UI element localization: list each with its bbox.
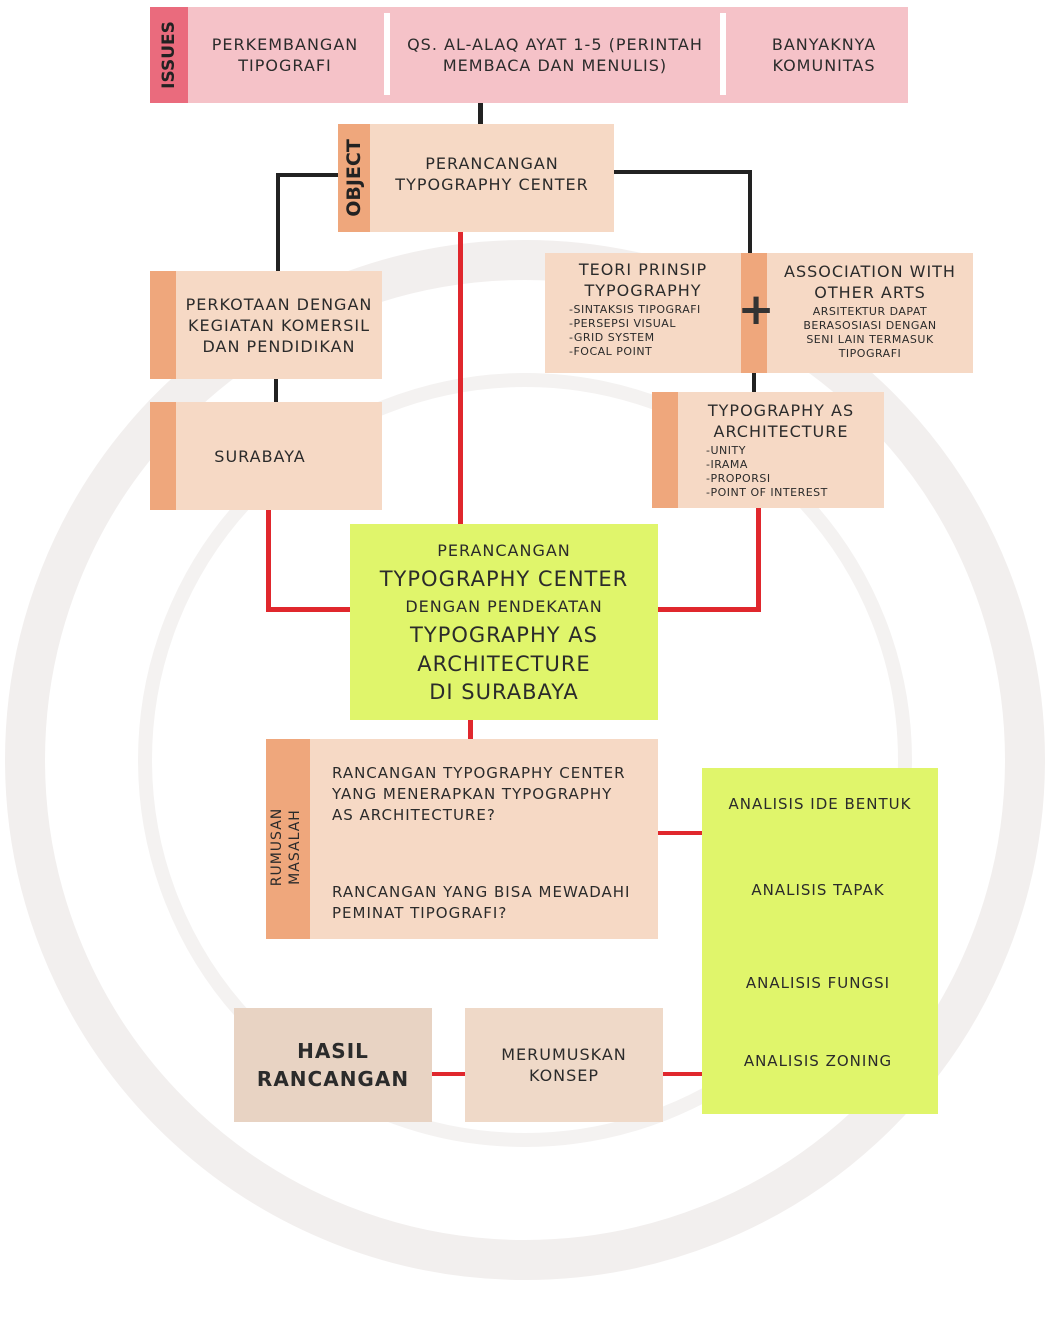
connector-konsep-hasil	[431, 1072, 465, 1076]
hasil-box: HASIL RANCANGAN	[234, 1008, 432, 1122]
center-line-1: PERANCANGAN	[437, 541, 571, 560]
analisis-item: ANALISIS IDE BENTUK	[728, 795, 912, 813]
teori-item: -PERSEPSI VISUAL	[569, 317, 676, 330]
rumusan-box: RUMUSAN MASALAH RANCANGAN TYPOGRAPHY CEN…	[266, 739, 658, 939]
connector-object-right-v	[748, 170, 752, 255]
center-title-box: PERANCANGAN TYPOGRAPHY CENTER DENGAN PEN…	[350, 524, 658, 720]
teori-list: -SINTAKSIS TIPOGRAFI -PERSEPSI VISUAL -G…	[545, 303, 701, 359]
taa-title: TYPOGRAPHY AS ARCHITECTURE	[707, 401, 855, 441]
association-box: ASSOCIATION WITH OTHER ARTS ARSITEKTUR D…	[741, 253, 973, 373]
connector-surabaya-v	[266, 508, 271, 612]
rumusan-q2: RANCANGAN YANG BISA MEWADAHI PEMINAT TIP…	[332, 883, 631, 922]
connector-issues-object	[478, 102, 483, 126]
taa-item: -IRAMA	[706, 458, 748, 471]
connector-object-right-h	[612, 170, 752, 174]
connector-perkotaan-surabaya	[274, 377, 278, 403]
surabaya-box: SURABAYA	[150, 402, 382, 510]
taa-list: -UNITY -IRAMA -PROPORSI -POINT OF INTERE…	[678, 444, 828, 500]
center-line-5: ARCHITECTURE	[417, 652, 591, 676]
issues-label: ISSUES	[159, 21, 179, 89]
taa-item: -PROPORSI	[706, 472, 771, 485]
connector-object-left-h	[276, 173, 338, 177]
taa-box: TYPOGRAPHY AS ARCHITECTURE -UNITY -IRAMA…	[652, 392, 884, 508]
konsep-box: MERUMUSKAN KONSEP	[465, 1008, 663, 1122]
taa-item: -POINT OF INTEREST	[706, 486, 828, 499]
analisis-box: ANALISIS IDE BENTUK ANALISIS TAPAK ANALI…	[702, 768, 938, 1114]
connector-teori-taa	[752, 371, 756, 393]
connector-taa-h	[658, 607, 761, 612]
center-line-4: TYPOGRAPHY AS	[410, 623, 598, 647]
perkotaan-box: PERKOTAAN DENGAN KEGIATAN KOMERSIL DAN P…	[150, 271, 382, 379]
object-title: PERANCANGAN TYPOGRAPHY CENTER	[395, 154, 589, 194]
issue-perkembangan-tipografi: PERKEMBANGAN TIPOGRAFI	[211, 35, 359, 75]
teori-box: TEORI PRINSIP TYPOGRAPHY -SINTAKSIS TIPO…	[545, 253, 741, 373]
connector-object-left-v	[276, 173, 280, 273]
issues-bar: ISSUES PERKEMBANGAN TIPOGRAFI QS. AL-ALA…	[150, 7, 908, 103]
center-line-3: DENGAN PENDEKATAN	[405, 597, 603, 616]
connector-taa-v	[756, 508, 761, 612]
connector-surabaya-h	[266, 607, 352, 612]
issue-qs-al-alaq: QS. AL-ALAQ AYAT 1-5 (PERINTAH MEMBACA D…	[407, 35, 703, 75]
object-box: OBJECT PERANCANGAN TYPOGRAPHY CENTER	[338, 124, 614, 232]
association-desc: ARSITEKTUR DAPAT BERASOSIASI DENGAN SENI…	[803, 305, 937, 360]
center-line-6: DI SURABAYA	[429, 680, 579, 704]
rumusan-q1: RANCANGAN TYPOGRAPHY CENTER YANG MENERAP…	[332, 764, 626, 824]
center-line-2: TYPOGRAPHY CENTER	[379, 567, 629, 591]
taa-item: -UNITY	[706, 444, 746, 457]
teori-title: TEORI PRINSIP TYPOGRAPHY	[578, 260, 708, 300]
teori-item: -FOCAL POINT	[569, 345, 653, 358]
rumusan-label: RUMUSAN MASALAH	[269, 807, 303, 887]
analisis-item: ANALISIS TAPAK	[751, 881, 885, 899]
object-label: OBJECT	[343, 139, 365, 217]
teori-item: -SINTAKSIS TIPOGRAFI	[569, 303, 701, 316]
surabaya-text: SURABAYA	[214, 446, 306, 466]
analisis-item: ANALISIS FUNGSI	[745, 974, 891, 992]
analisis-item: ANALISIS ZONING	[743, 1052, 893, 1070]
perkotaan-text: PERKOTAAN DENGAN KEGIATAN KOMERSIL DAN P…	[185, 294, 373, 356]
hasil-text: HASIL RANCANGAN	[256, 1039, 410, 1091]
association-title: ASSOCIATION WITH OTHER ARTS	[784, 262, 956, 302]
plus-sign: +	[737, 284, 775, 335]
issue-banyaknya-komunitas: BANYAKNYA KOMUNITAS	[771, 35, 877, 75]
konsep-text: MERUMUSKAN KONSEP	[501, 1045, 627, 1085]
connector-rumusan-analisis	[657, 831, 702, 835]
connector-object-center	[458, 230, 463, 526]
teori-item: -GRID SYSTEM	[569, 331, 655, 344]
connector-analisis-konsep	[662, 1072, 702, 1076]
connector-center-rumusan	[468, 720, 473, 740]
